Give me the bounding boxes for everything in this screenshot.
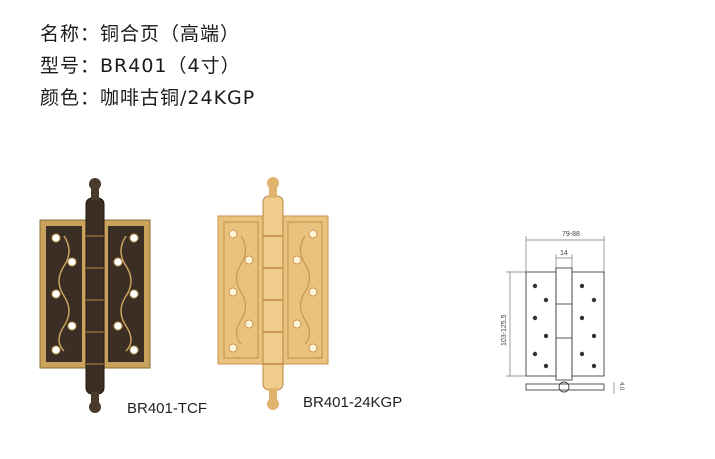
- spec-name-label: 名称：: [40, 23, 101, 45]
- caption-bronze: BR401-TCF: [127, 400, 208, 417]
- spec-color-line: 颜色：咖啡古铜/24KGP: [40, 86, 255, 110]
- spec-model-line: 型号：BR401（4寸）: [40, 54, 241, 78]
- height-dimension-label: 103-125.5: [501, 314, 508, 346]
- hinge-bronze-image: [39, 178, 151, 413]
- technical-drawing: 79-88 14 103-125.5 4.0: [501, 231, 624, 394]
- thickness-dimension-label: 4.0: [618, 382, 624, 391]
- width-dimension-label: 79-88: [562, 231, 580, 238]
- spec-color-value: 咖啡古铜/24KGP: [100, 87, 256, 109]
- spec-name-value: 铜合页（高端）: [100, 23, 241, 45]
- hinge-gold-image: [217, 177, 329, 410]
- spec-model-label: 型号：: [40, 55, 101, 77]
- caption-gold: BR401-24KGP: [303, 394, 403, 411]
- spec-name-line: 名称：铜合页（高端）: [40, 22, 240, 46]
- spec-model-value: BR401（4寸）: [100, 55, 241, 77]
- knuckle-dimension-label: 14: [560, 250, 568, 257]
- spec-color-label: 颜色：: [40, 87, 101, 109]
